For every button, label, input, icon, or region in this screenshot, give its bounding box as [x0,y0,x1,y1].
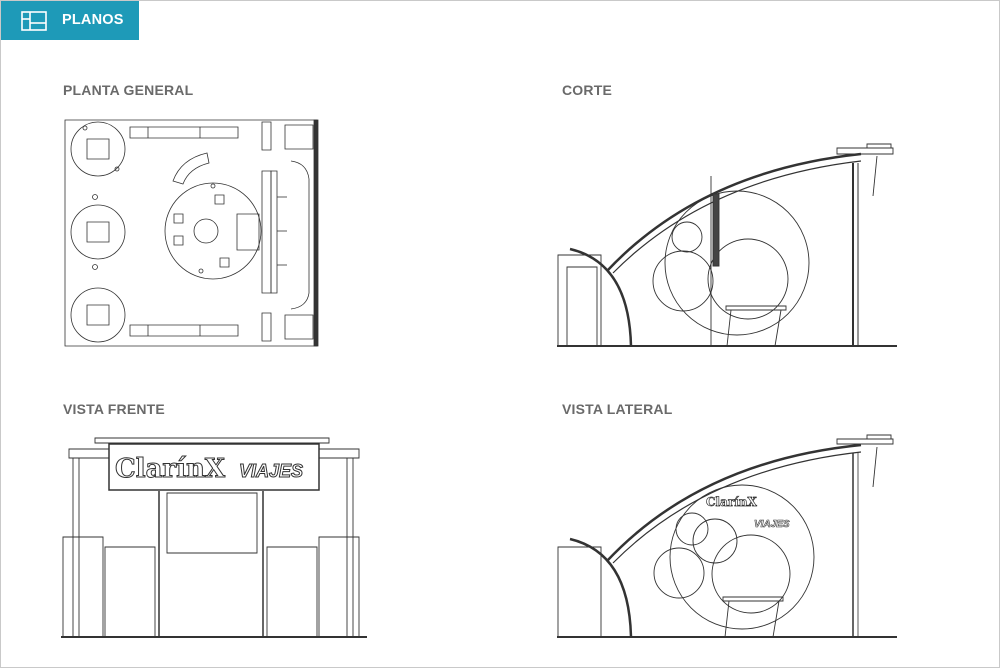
sofa [237,214,259,250]
curved-bench [173,153,209,184]
sign-brand: ClarínX [706,495,757,509]
roof-arc [607,445,861,561]
central-circle [165,183,261,279]
chair-icon [87,139,109,159]
counter [130,325,238,336]
sign-panel [109,444,319,490]
floor-plan-icon [21,11,47,31]
corte-title: CORTE [562,82,612,98]
seating-pod [71,122,125,176]
planos-tab[interactable]: PLANOS [1,1,139,40]
planta-general-title: PLANTA GENERAL [63,82,194,98]
seating-pod [71,205,125,259]
large-ring [670,485,814,629]
sign-text: VIAJES [754,519,790,530]
canopy-top [95,438,329,443]
screen [167,493,257,553]
door [567,267,597,346]
seating-pod [71,288,125,342]
entry-arch [570,249,631,346]
sign-brand: ClarínX [115,454,226,484]
chair-icon [87,305,109,325]
vista-frente-title: VISTA FRENTE [63,401,165,417]
roof-arc [607,154,861,271]
chair-icon [87,222,109,242]
vista-lateral-title: VISTA LATERAL [562,401,673,417]
sign-text: VIAJES [239,461,303,481]
planos-tab-label: PLANOS [62,12,124,28]
counter [130,127,238,138]
large-ring [665,191,809,335]
